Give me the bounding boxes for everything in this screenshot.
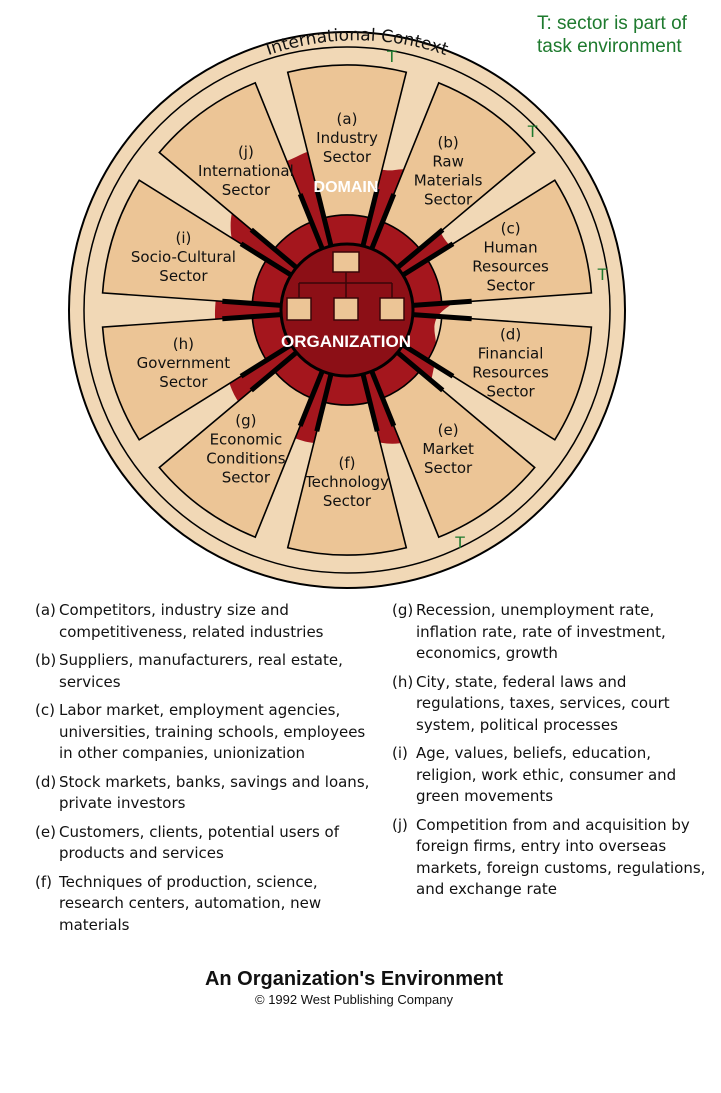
legend-text: Suppliers, manufacturers, real estate, s… <box>59 651 343 691</box>
legend-item: (f) Techniques of production, science, re… <box>35 872 380 937</box>
sector-connector <box>412 312 472 322</box>
legend-code: (i) <box>392 744 408 762</box>
legend-code: (g) <box>392 601 414 619</box>
legend-item: (d)Stock markets, banks, savings and loa… <box>35 772 380 815</box>
sector-connector <box>369 370 397 427</box>
sector-connector <box>412 298 472 308</box>
legend-item: (e)Customers, clients, potential users o… <box>35 822 380 865</box>
legend-code: (f) <box>35 872 52 891</box>
legend-text: Competitors, industry size and competiti… <box>59 601 324 641</box>
task-marker: T <box>455 533 465 552</box>
sector-connector <box>314 188 334 247</box>
legend-item: (c)Labor market, employment agencies, un… <box>35 700 380 765</box>
sector-connector <box>239 342 293 379</box>
sector-wedge <box>158 369 313 539</box>
legend-right: (g)Recession, unemployment rate, inflati… <box>392 600 712 908</box>
legend-item: (a)Competitors, industry size and compet… <box>35 600 380 643</box>
sector-wedge <box>158 81 313 251</box>
legend-item: (b)Suppliers, manufacturers, real estate… <box>35 650 380 693</box>
legend-code: (b) <box>35 651 57 669</box>
org-chart-icon <box>286 251 405 321</box>
legend-item: (g)Recession, unemployment rate, inflati… <box>392 600 712 665</box>
legend-text: Competition from and acquisition by fore… <box>416 815 706 899</box>
legend-text: Customers, clients, potential users of p… <box>59 822 340 863</box>
sector-wedge <box>426 315 593 441</box>
sector-connector <box>360 188 380 247</box>
sector-connector <box>222 298 282 308</box>
legend-text: Stock markets, banks, savings and loans,… <box>59 772 370 813</box>
legend-code: (h) <box>392 672 414 691</box>
sector-connector <box>360 373 380 432</box>
sector-wedge <box>426 179 593 305</box>
legend-left: (a)Competitors, industry size and compet… <box>35 600 380 943</box>
legend-text: Recession, unemployment rate, inflation … <box>416 601 666 662</box>
sector-connector <box>297 370 325 427</box>
legend-code: (d) <box>35 772 57 791</box>
sector-wedge <box>101 179 268 305</box>
task-marker: T <box>387 47 397 66</box>
sector-connector <box>239 241 293 278</box>
figure-title: An Organization's Environment <box>204 968 504 990</box>
legend-item: (i) Age, values, beliefs, education, reli… <box>392 743 712 808</box>
legend-code: (c) <box>35 701 55 719</box>
legend-code: (j) <box>392 815 408 834</box>
legend-item: (h)City, state, federal laws and regulat… <box>392 672 712 737</box>
sector-connector <box>395 227 445 270</box>
task-marker: T <box>527 122 537 141</box>
legend-code: (e) <box>35 822 56 841</box>
sector-wedge <box>101 315 268 441</box>
legend-item: (j) Competition from and acquisition by f… <box>392 815 712 901</box>
legend-text: Labor market, employment agencies, unive… <box>59 701 366 762</box>
legend-text: City, state, federal laws and regulation… <box>416 672 670 734</box>
sector-connector <box>395 350 445 393</box>
sector-connector <box>401 241 455 278</box>
sector-connector <box>401 342 455 379</box>
sector-connector <box>369 193 397 250</box>
task-environment-note: T: sector is part of task environment <box>537 13 687 57</box>
sector-connector <box>249 350 299 393</box>
sector-connector <box>297 193 325 250</box>
inner-ring-line <box>83 46 611 574</box>
legend-code: (a) <box>35 601 56 619</box>
organization-label: ORGANIZATION <box>281 332 411 351</box>
domain-label: DOMAIN <box>314 179 379 196</box>
copyright-line: © 1992 West Publishing Company <box>255 992 453 1007</box>
sector-wedge <box>381 369 536 539</box>
sector-connector <box>249 227 299 270</box>
sector-wedge <box>286 401 408 556</box>
legend-text: Age, values, beliefs, education, religio… <box>416 744 677 805</box>
legend-text: Techniques of production, science, resea… <box>59 872 322 934</box>
task-marker: T <box>597 265 607 284</box>
sector-connector <box>222 312 282 322</box>
sector-wedge <box>381 81 536 251</box>
sector-wedge <box>286 64 408 219</box>
sector-connector <box>314 373 334 432</box>
